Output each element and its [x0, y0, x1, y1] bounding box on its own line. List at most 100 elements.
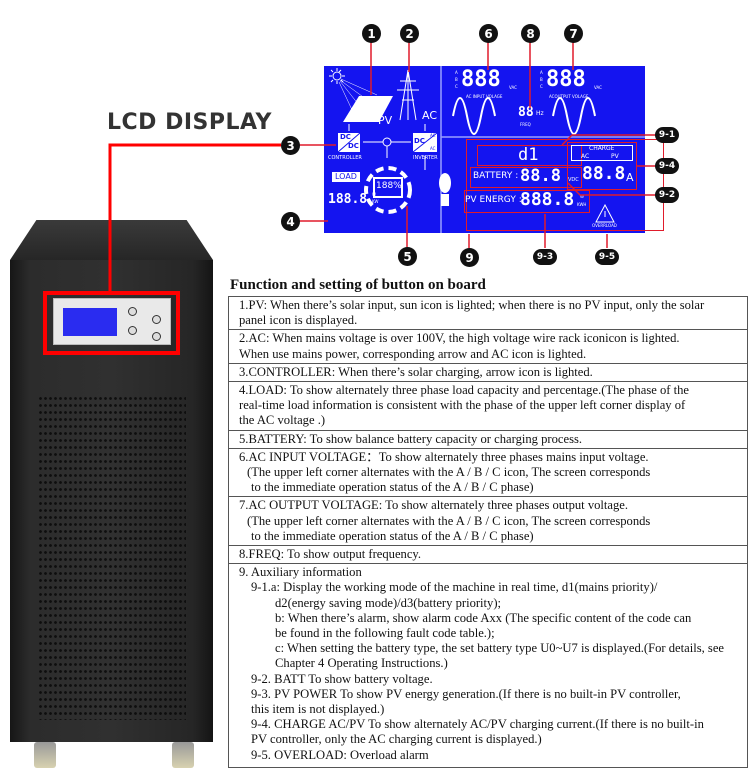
panel-button[interactable]	[128, 326, 137, 335]
ac-input-label: AC INPUT VOLAGE	[466, 94, 503, 99]
ac-output-label: ACOUTPUT VOLAGE	[549, 94, 589, 99]
overload-label: OVERRLOAD	[592, 223, 617, 228]
function-table: 1.PV: When there’s solar input, sun icon…	[228, 296, 748, 768]
battery-percentage: 188%	[376, 181, 402, 191]
freq-value: 88	[518, 105, 534, 120]
table-row-line: 3.CONTROLLER: When there’s solar chargin…	[239, 364, 593, 379]
freq-unit: Hz	[536, 110, 544, 117]
mode-value: d1	[518, 145, 539, 165]
table-row: 8.FREQ: To show output frequency.	[229, 546, 747, 565]
battery-value: 88.8	[520, 166, 561, 186]
phase-b: B	[455, 77, 458, 82]
table-row: 2.AC: When mains voltage is over 100V, t…	[229, 330, 747, 364]
panel-button[interactable]	[152, 315, 161, 324]
table-row-line: (The upper left corner alternates with t…	[247, 465, 651, 480]
callout-7: 7	[564, 24, 583, 43]
callout-6: 6	[479, 24, 498, 43]
pv-energy-unit-w: W	[580, 194, 584, 199]
charge-value: 88.8	[582, 163, 626, 184]
mini-lcd-screen	[63, 308, 117, 336]
output-sine-wave	[552, 97, 596, 135]
load-label: LOAD	[332, 172, 360, 182]
caster-wheel	[34, 742, 56, 768]
table-row-line: real-time load information is consistent…	[239, 398, 686, 413]
callout-1: 1	[362, 24, 381, 43]
dc-bottom: DC	[348, 142, 359, 150]
table-row-line: 1.PV: When there’s solar input, sun icon…	[239, 298, 705, 312]
ac-input-value: 888	[461, 67, 501, 92]
table-row: 1.PV: When there’s solar input, sun icon…	[229, 297, 747, 331]
control-panel	[53, 298, 171, 345]
load-unit-w: W	[372, 192, 376, 197]
phase-c: C	[540, 84, 543, 89]
table-row-line: 6.AC INPUT VOLTAGE：To show alternately t…	[239, 449, 649, 464]
table-row-line: PV controller, only the AC charging curr…	[251, 732, 542, 747]
callout-9-4: 9-4	[655, 158, 679, 174]
freq-label: FREQ	[520, 122, 531, 127]
panel-button[interactable]	[128, 307, 137, 316]
table-row-line: b: When there’s alarm, show alarm code A…	[275, 610, 692, 625]
lcd-highlight-box	[43, 291, 180, 355]
table-row-line: be found in the following fault code tab…	[275, 626, 495, 641]
lcd-display-heading: LCD DISPLAY	[107, 110, 272, 135]
table-row-line: Chapter 4 Operating Instructions.)	[275, 656, 448, 671]
junction-icon	[382, 137, 392, 147]
table-row-line: 2.AC: When mains voltage is over 100V, t…	[239, 331, 680, 346]
table-row-line: 9-2. BATT To show battery voltage.	[251, 671, 433, 686]
battery-label: BATTERY :	[473, 171, 519, 181]
table-row-line: 4.LOAD: To show alternately three phase …	[239, 383, 689, 398]
inverter-dc: DC	[414, 137, 425, 145]
callout-9-3: 9-3	[533, 249, 557, 265]
pv-label: PV	[378, 114, 393, 127]
table-row-line: 9-3. PV POWER To show PV energy generati…	[251, 686, 681, 701]
lcd-screen: PV AC DC DC CONTROLLER DC AC AC INVERTER…	[324, 66, 664, 233]
table-row-line: to the immediate operation status of the…	[251, 480, 534, 495]
phase-a: A	[455, 70, 458, 75]
inverter-ac-bottom: AC	[430, 146, 436, 151]
table-row-line: 5.BATTERY: To show balance battery capac…	[239, 431, 583, 446]
inverter-ac-top: AC	[430, 133, 436, 138]
ac-output-value: 888	[546, 67, 586, 92]
callout-3: 3	[281, 136, 300, 155]
table-row-line: 9-4. CHARGE AC/PV To show alternately AC…	[251, 717, 704, 732]
table-row-line: 7.AC OUTPUT VOLTAGE: To show alternately…	[239, 498, 629, 513]
pylon-icon	[397, 69, 419, 121]
callout-9: 9	[460, 248, 479, 267]
dc-top: DC	[340, 133, 351, 141]
phase-b: B	[540, 77, 543, 82]
callout-8: 8	[521, 24, 540, 43]
callout-9-2: 9-2	[655, 187, 679, 203]
table-row: 3.CONTROLLER: When there’s solar chargin…	[229, 364, 747, 383]
table-row-line: 8.FREQ: To show output frequency.	[239, 547, 422, 562]
callout-9-1: 9-1	[655, 127, 679, 143]
ac-input-unit: VAC	[509, 85, 517, 90]
caster-wheel	[172, 742, 194, 768]
callout-2: 2	[400, 24, 419, 43]
charge-pv: PV	[611, 153, 619, 160]
cabinet-top	[10, 220, 213, 260]
table-row: 4.LOAD: To show alternately three phase …	[229, 382, 747, 431]
section-title: Function and setting of button on board	[230, 277, 486, 293]
inverter-label: INVERTER	[413, 155, 438, 161]
panel-button[interactable]	[152, 332, 161, 341]
table-row-line: (The upper left corner alternates with t…	[247, 513, 651, 528]
table-row-line: to the immediate operation status of the…	[251, 528, 534, 543]
phase-c: C	[455, 84, 458, 89]
table-row-line: panel icon is displayed.	[239, 313, 358, 328]
pv-energy-unit-kwh: KWH	[577, 202, 587, 207]
table-row-line: 9. Auxiliary information	[239, 565, 362, 580]
charge-unit: A	[626, 171, 634, 184]
phase-a: A	[540, 70, 543, 75]
input-sine-wave	[452, 97, 496, 135]
charge-ac: AC	[581, 153, 590, 160]
table-row: 7.AC OUTPUT VOLTAGE: To show alternately…	[229, 497, 747, 547]
pv-energy-value: 888.8	[520, 189, 575, 210]
table-row-line: 9-5. OVERLOAD: Overload alarm	[251, 747, 429, 762]
table-row-line: When use mains power, corresponding arro…	[239, 346, 587, 361]
table-row: 5.BATTERY: To show balance battery capac…	[229, 431, 747, 449]
table-row: 6.AC INPUT VOLTAGE：To show alternately t…	[229, 449, 747, 498]
table-row-line: this item is not displayed.)	[251, 702, 385, 717]
charge-label: CHARGE	[589, 145, 615, 152]
load-value: 188.8	[328, 192, 368, 207]
